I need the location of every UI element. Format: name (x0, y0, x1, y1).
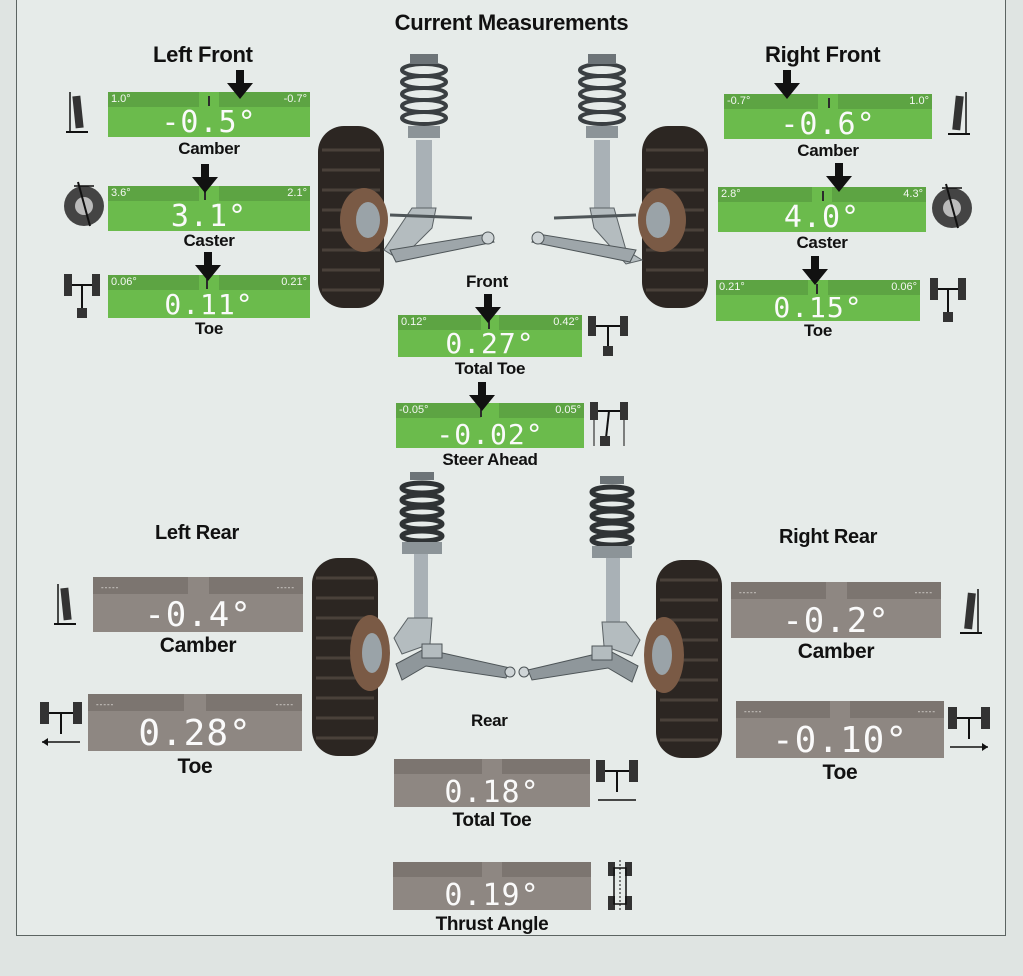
camber-icon (960, 589, 982, 634)
total-toe-icon (596, 760, 638, 801)
rear-heading: Rear (471, 711, 508, 730)
right-front-camber-value: -0.6° (780, 107, 876, 139)
left-front-toe-min: 0.06° (111, 276, 137, 288)
rear-total-toe-gauge: 0.18° (394, 759, 590, 807)
right-rear-toe-label: Toe (822, 761, 858, 784)
toe-icon (40, 702, 82, 746)
right-rear-camber-dashes-left: ----- (739, 588, 758, 597)
rear-suspension-illustration (312, 472, 722, 758)
right-front-toe-min: 0.21° (719, 281, 745, 293)
down-arrow-icon (774, 70, 800, 99)
left-rear-camber-label: Camber (159, 634, 237, 657)
steer-ahead-value: -0.02° (436, 418, 544, 448)
left-front-camber-label: Camber (178, 139, 240, 158)
right-rear-toe-value: -0.10° (771, 720, 909, 758)
down-arrow-icon (469, 382, 495, 411)
right-front-toe-label: Toe (803, 321, 833, 340)
right-rear-camber-gauge: ----- ----- -0.2° (731, 582, 941, 638)
left-rear-camber-dashes-left: ----- (101, 583, 120, 592)
left-front-toe-value: 0.11° (164, 288, 254, 318)
caster-icon (64, 181, 104, 227)
left-front-camber-gauge: 1.0° -0.7° -0.5° (108, 92, 310, 137)
toe-icon (948, 707, 990, 751)
right-front-caster-min: 2.8° (721, 188, 741, 200)
left-front-caster-max: 2.1° (287, 187, 307, 199)
steer-ahead-icon (590, 402, 628, 446)
right-front-camber-max: 1.0° (909, 95, 929, 107)
right-rear-camber-value: -0.2° (782, 601, 890, 638)
down-arrow-icon (192, 164, 218, 193)
front-suspension-illustration (318, 54, 708, 308)
right-front-toe-max: 0.06° (891, 281, 917, 293)
right-rear-heading: Right Rear (779, 526, 878, 548)
left-front-caster-min: 3.6° (111, 187, 131, 199)
down-arrow-icon (826, 163, 852, 192)
right-front-toe-gauge: 0.21° 0.06° 0.15° (716, 280, 920, 321)
right-front-caster-gauge: 2.8° 4.3° 4.0° (718, 187, 926, 232)
thrust-angle-gauge: 0.19° (393, 862, 591, 910)
toe-icon (930, 278, 966, 322)
left-rear-toe-dashes-right: ----- (275, 700, 294, 709)
left-front-toe-label: Toe (194, 319, 224, 338)
left-rear-toe-value: 0.28° (138, 713, 252, 751)
down-arrow-icon (475, 294, 501, 323)
front-total-toe-min: 0.12° (401, 316, 427, 328)
left-front-caster-label: Caster (183, 231, 235, 250)
right-rear-toe-dashes-right: ----- (917, 707, 936, 716)
left-front-camber-min: 1.0° (111, 93, 131, 105)
right-rear-toe-dashes-left: ----- (744, 707, 763, 716)
total-toe-icon (588, 316, 628, 356)
left-rear-camber-value: -0.4° (144, 595, 252, 632)
rear-total-toe-label: Total Toe (452, 810, 532, 831)
thrust-angle-icon (608, 860, 632, 912)
right-front-camber-gauge: -0.7° 1.0° -0.6° (724, 94, 932, 139)
right-front-camber-min: -0.7° (727, 95, 751, 107)
front-total-toe-label: Total Toe (454, 359, 526, 378)
down-arrow-icon (227, 70, 253, 99)
left-front-caster-value: 3.1° (170, 199, 248, 231)
right-rear-toe-gauge: ----- ----- -0.10° (736, 701, 944, 758)
left-front-camber-max: -0.7° (283, 93, 307, 105)
toe-icon (64, 274, 100, 318)
thrust-angle-value: 0.19° (444, 878, 540, 910)
rear-total-toe-value: 0.18° (444, 775, 540, 807)
front-total-toe-max: 0.42° (553, 316, 579, 328)
left-rear-toe-dashes-left: ----- (96, 700, 115, 709)
steer-ahead-label: Steer Ahead (442, 450, 538, 469)
right-front-toe-value: 0.15° (773, 291, 863, 321)
right-front-caster-max: 4.3° (903, 188, 923, 200)
right-front-heading: Right Front (765, 42, 881, 67)
left-front-toe-max: 0.21° (281, 276, 307, 288)
left-rear-toe-gauge: ----- ----- 0.28° (88, 694, 302, 751)
right-rear-camber-dashes-right: ----- (914, 588, 933, 597)
right-front-caster-label: Caster (796, 233, 848, 252)
left-rear-camber-gauge: ----- ----- -0.4° (93, 577, 303, 632)
right-front-caster-value: 4.0° (783, 200, 861, 232)
front-heading: Front (466, 272, 508, 291)
left-rear-camber-dashes-right: ----- (276, 583, 295, 592)
camber-icon (948, 92, 970, 135)
left-front-heading: Left Front (153, 42, 253, 67)
page-title: Current Measurements (394, 10, 629, 35)
left-rear-toe-label: Toe (177, 755, 213, 778)
steer-ahead-max: 0.05° (555, 404, 581, 416)
caster-icon (932, 183, 972, 229)
camber-icon (66, 92, 88, 133)
camber-icon (54, 584, 76, 625)
thrust-angle-label: Thrust Angle (435, 914, 549, 935)
front-total-toe-value: 0.27° (445, 327, 535, 357)
left-front-camber-value: -0.5° (161, 105, 257, 137)
down-arrow-icon (802, 256, 828, 285)
down-arrow-icon (195, 252, 221, 281)
steer-ahead-min: -0.05° (399, 404, 429, 416)
right-rear-camber-label: Camber (797, 640, 875, 663)
right-front-camber-label: Camber (797, 141, 859, 160)
left-rear-heading: Left Rear (155, 522, 239, 544)
